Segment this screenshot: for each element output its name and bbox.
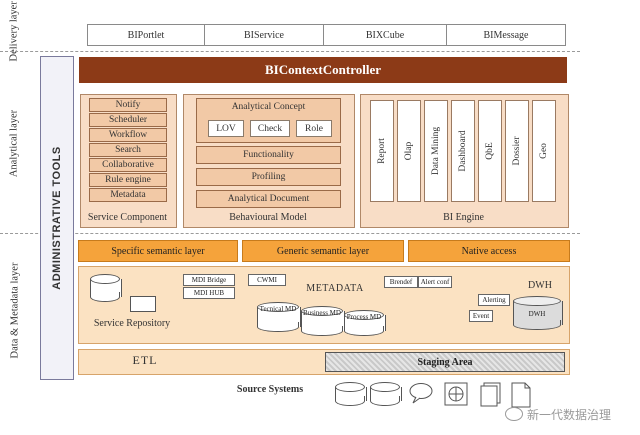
concept-item-lov: LOV — [208, 120, 244, 137]
layer-label-delivery: Delivery layer — [8, 1, 20, 62]
analytical-concept-title: Analytical Concept — [231, 102, 306, 112]
cwmi-tag: CWMI — [248, 274, 286, 286]
dwh-title: DWH — [528, 280, 552, 291]
source-document-icon — [478, 382, 504, 408]
mdi-bridge-tag: MDI Bridge — [183, 274, 235, 286]
brendef-tag: Brendef — [384, 276, 418, 288]
wechat-icon — [505, 407, 523, 421]
watermark-text: 新一代数据治理 — [527, 407, 612, 422]
engine-item-geo: Geo — [532, 100, 556, 202]
profiling-box: Profiling — [196, 168, 341, 186]
source-web-icon — [444, 382, 468, 406]
administrative-tools-label: ADMINISTRATIVE TOOLS — [51, 146, 63, 290]
service-component-caption: Service Component — [87, 212, 168, 223]
service-item-search: Search — [89, 143, 167, 157]
technical-md-label: Tecnical MD — [259, 305, 297, 313]
generic-semantic-layer: Generic semantic layer — [242, 240, 404, 262]
service-item-metadata: Metadata — [89, 188, 167, 202]
delivery-biservice: BIService — [204, 24, 324, 46]
concept-item-role: Role — [296, 120, 332, 137]
concept-item-check: Check — [250, 120, 290, 137]
separator-analytical — [0, 233, 580, 234]
process-md-label: Process MD — [346, 313, 382, 321]
source-db-icon-2 — [370, 382, 402, 406]
functionality-box: Functionality — [196, 146, 341, 164]
engine-item-dossier: Dossier — [505, 100, 529, 202]
source-speech-icon — [408, 382, 434, 404]
delivery-bixcube: BIXCube — [323, 24, 447, 46]
service-item-workflow: Workflow — [89, 128, 167, 142]
repository-document-icon — [130, 296, 156, 312]
watermark: 新一代数据治理 — [505, 404, 637, 424]
process-md-cylinder: Process MD — [344, 310, 386, 336]
mdi-hub-tag: MDI HUB — [183, 287, 235, 299]
alerting-tag: Alerting — [478, 294, 510, 306]
dwh-cylinder-label: DWH — [528, 310, 546, 318]
delivery-biportlet: BIPortlet — [87, 24, 205, 46]
source-file-icon — [510, 382, 532, 408]
layer-label-data-metadata: Data & Metadata layer — [9, 262, 21, 359]
behavioural-model-caption: Behavioural Model — [229, 212, 307, 223]
source-systems-label: Source Systems — [236, 384, 304, 395]
business-md-label: Business MD — [303, 309, 341, 317]
service-repository-label: Service Repository — [93, 318, 171, 329]
separator-delivery — [0, 51, 580, 52]
engine-item-qbe: QbE — [478, 100, 502, 202]
etl-label: ETL — [132, 353, 158, 367]
technical-md-cylinder: Tecnical MD — [257, 302, 301, 332]
event-tag: Event — [469, 310, 493, 322]
staging-area: Staging Area — [325, 352, 565, 372]
specific-semantic-layer: Specific semantic layer — [78, 240, 238, 262]
delivery-bimessage: BIMessage — [446, 24, 566, 46]
bi-engine-caption: BI Engine — [443, 212, 484, 223]
administrative-tools-bar: ADMINISTRATIVE TOOLS — [40, 56, 74, 380]
alert-conf-tag: Alert conf — [418, 276, 452, 288]
native-access-layer: Native access — [408, 240, 570, 262]
dwh-cylinder: DWH — [513, 296, 563, 330]
service-item-rule-engine: Rule engine — [89, 173, 167, 187]
engine-item-data-mining: Data Mining — [424, 100, 448, 202]
metadata-title: METADATA — [306, 283, 364, 294]
source-db-icon-1 — [335, 382, 367, 406]
service-item-notify: Notify — [89, 98, 167, 112]
engine-item-olap: Olap — [397, 100, 421, 202]
layer-label-analytical: Analytical layer — [8, 109, 20, 178]
bi-context-controller: BIContextController — [79, 57, 567, 83]
service-item-collaborative: Collaborative — [89, 158, 167, 172]
engine-item-dashboard: Dashboard — [451, 100, 475, 202]
repository-cylinder — [90, 274, 122, 302]
business-md-cylinder: Business MD — [301, 306, 345, 336]
engine-item-report: Report — [370, 100, 394, 202]
service-item-scheduler: Scheduler — [89, 113, 167, 127]
analytical-document-box: Analytical Document — [196, 190, 341, 208]
